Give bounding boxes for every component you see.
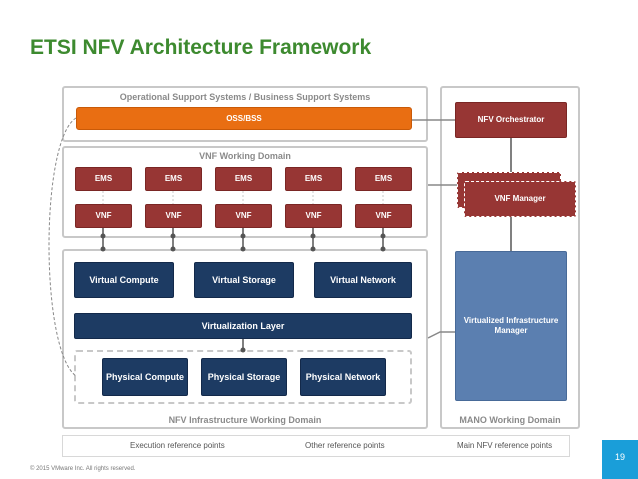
legend-other-label: Other reference points xyxy=(305,441,385,450)
nfvi-domain-label: NFV Infrastructure Working Domain xyxy=(168,415,322,425)
physical-storage-box: Physical Storage xyxy=(201,358,287,396)
legend-main-label: Main NFV reference points xyxy=(457,441,553,450)
copyright-text: © 2015 VMware Inc. All rights reserved. xyxy=(30,466,136,472)
vnf-manager-box: VNF Manager xyxy=(464,181,576,217)
virtual-compute-box: Virtual Compute xyxy=(74,262,174,298)
legend-bar xyxy=(62,435,570,457)
virtualization-layer-bar: Virtualization Layer xyxy=(74,313,412,339)
vnf-box-1: VNF xyxy=(75,204,132,228)
virtual-storage-box: Virtual Storage xyxy=(194,262,294,298)
ems-box-1: EMS xyxy=(75,167,132,191)
ems-box-2: EMS xyxy=(145,167,202,191)
physical-compute-box: Physical Compute xyxy=(102,358,188,396)
legend-execution-label: Execution reference points xyxy=(130,441,225,450)
vnf-box-2: VNF xyxy=(145,204,202,228)
nfv-orchestrator-box: NFV Orchestrator xyxy=(455,102,567,138)
ems-box-5: EMS xyxy=(355,167,412,191)
vnf-domain-label: VNF Working Domain xyxy=(199,151,291,161)
virtual-network-box: Virtual Network xyxy=(314,262,412,298)
oss-bss-panel-label: Operational Support Systems / Business S… xyxy=(119,92,371,102)
oss-bss-bar: OSS/BSS xyxy=(76,107,412,130)
vnf-box-4: VNF xyxy=(285,204,342,228)
vnf-box-5: VNF xyxy=(355,204,412,228)
physical-network-box: Physical Network xyxy=(300,358,386,396)
vnf-box-3: VNF xyxy=(215,204,272,228)
mano-domain-label: MANO Working Domain xyxy=(459,415,561,425)
ems-box-3: EMS xyxy=(215,167,272,191)
ems-box-4: EMS xyxy=(285,167,342,191)
vim-box: Virtualized Infrastructure Manager xyxy=(455,251,567,401)
page-number: 19 xyxy=(602,440,638,479)
slide-title: ETSI NFV Architecture Framework xyxy=(30,36,372,59)
